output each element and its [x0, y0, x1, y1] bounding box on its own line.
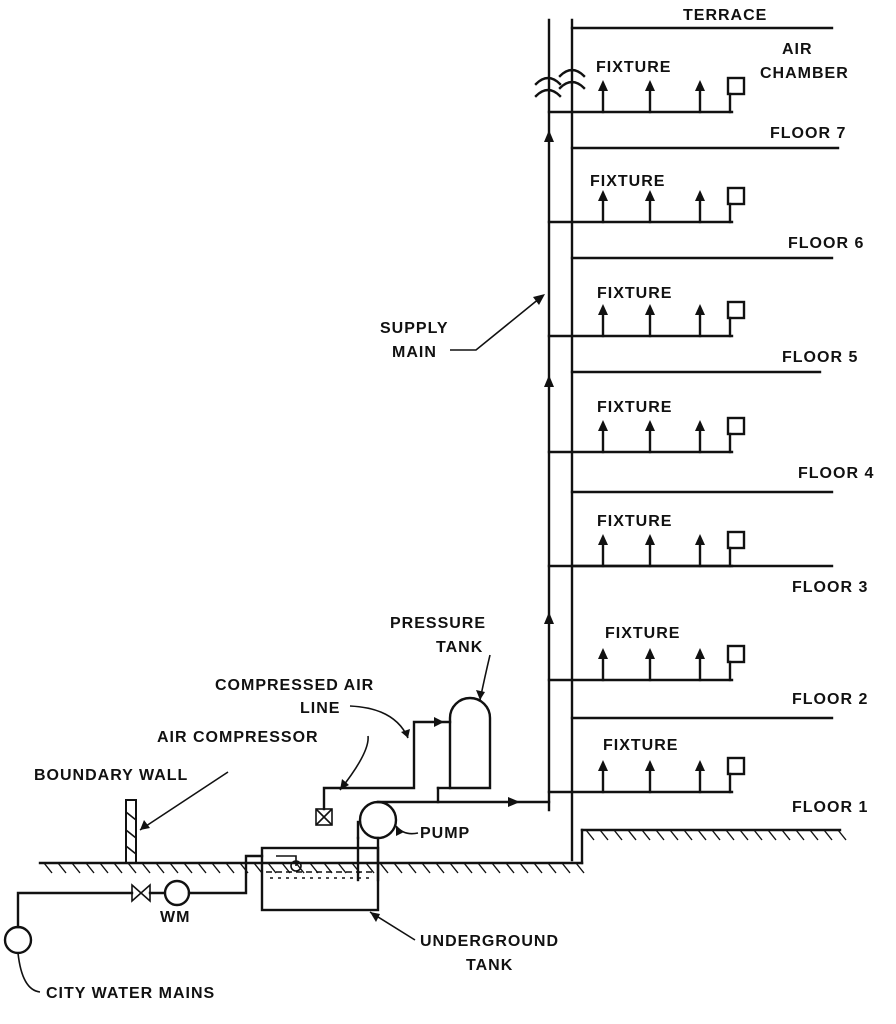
fixture-labels: FIXTURE FIXTURE FIXTURE FIXTURE FIXTURE FIXTU…	[590, 59, 680, 754]
fixture-arrow-icon	[645, 534, 655, 545]
pump-assembly	[356, 797, 551, 840]
floor-label-4: FLOOR 4	[798, 465, 874, 482]
fixture-arrow-icon	[695, 534, 705, 545]
valve-icon	[131, 883, 151, 903]
air-chamber-icon	[726, 76, 746, 96]
floor-label-1: FLOOR 1	[792, 799, 868, 816]
air-chamber-label-1: AIR	[782, 41, 813, 58]
pressure-tank	[436, 654, 492, 804]
supply-main-label-1: SUPPLY	[380, 320, 449, 337]
supply-main-riser	[534, 18, 586, 862]
floor-5	[547, 300, 822, 374]
air-chamber-icon	[726, 530, 746, 550]
air-chamber-icon	[726, 416, 746, 436]
supply-main-label-2: MAIN	[392, 344, 437, 361]
floor-1	[547, 756, 746, 794]
fixture-arrow-icon	[695, 420, 705, 431]
fixture-arrow-icon	[695, 190, 705, 201]
boundary-wall	[125, 771, 229, 864]
fixture-arrow-icon	[695, 304, 705, 315]
floor-2	[547, 644, 834, 720]
floor-6	[547, 186, 834, 260]
floor-label-5: FLOOR 5	[782, 349, 858, 366]
terrace-label: TERRACE	[683, 7, 767, 24]
wm-label: WM	[160, 909, 190, 926]
city-water-mains-label: CITY WATER MAINS	[46, 985, 215, 1002]
fixture-arrow-icon	[695, 760, 705, 771]
floor-label-6: FLOOR 6	[788, 235, 864, 252]
underground-tank-label-1: UNDERGROUND	[420, 933, 559, 950]
air-compressor-label: AIR COMPRESSOR	[157, 729, 319, 746]
fixture-arrow-icon	[645, 648, 655, 659]
air-chamber-label-2: CHAMBER	[760, 65, 849, 82]
floor-levels	[547, 76, 840, 794]
boundary-wall-label: BOUNDARY WALL	[34, 767, 188, 784]
pump-label: PUMP	[420, 825, 470, 842]
fixture-arrow-icon	[645, 80, 655, 91]
floor-label-7: FLOOR 7	[770, 125, 846, 142]
fixture-arrow-icon	[598, 760, 608, 771]
fixture-label: FIXTURE	[597, 399, 672, 416]
underground-tank-label-2: TANK	[466, 957, 513, 974]
fixture-label: FIXTURE	[603, 737, 678, 754]
fixture-label: FIXTURE	[597, 285, 672, 302]
fixture-arrow-icon	[598, 534, 608, 545]
compressed-air-label-1: COMPRESSED AIR	[215, 677, 374, 694]
compressed-air-label-2: LINE	[300, 700, 340, 717]
water-meter-icon	[163, 879, 191, 907]
fixture-arrow-icon	[645, 190, 655, 201]
floor-labels: FLOOR 1 FLOOR 2 FLOOR 3 FLOOR 4 FLOOR 5 FLOOR…	[770, 125, 874, 816]
fixture-arrow-icon	[598, 304, 608, 315]
underground-tank	[260, 836, 416, 941]
city-water-main-symbol	[3, 925, 33, 955]
floor-7	[547, 76, 840, 150]
fixture-label: FIXTURE	[596, 59, 671, 76]
fixture-arrow-icon	[598, 80, 608, 91]
floor-label-3: FLOOR 3	[792, 579, 868, 596]
pressure-tank-label-1: PRESSURE	[390, 615, 486, 632]
fixture-label: FIXTURE	[590, 173, 665, 190]
pressure-tank-label-2: TANK	[436, 639, 483, 656]
floor-4	[547, 416, 834, 494]
air-chamber-icon	[726, 644, 746, 664]
fixture-arrow-icon	[695, 80, 705, 91]
fixture-arrow-icon	[645, 420, 655, 431]
air-chamber-icon	[726, 756, 746, 776]
pump-icon	[358, 800, 398, 840]
air-chamber-icon	[726, 300, 746, 320]
fixture-arrow-icon	[598, 190, 608, 201]
fixture-label: FIXTURE	[605, 625, 680, 642]
fixture-arrow-icon	[645, 760, 655, 771]
compressed-air-line	[315, 705, 452, 826]
floor-label-2: FLOOR 2	[792, 691, 868, 708]
air-chamber-icon	[726, 186, 746, 206]
fixture-arrow-icon	[645, 304, 655, 315]
fixture-label: FIXTURE	[597, 513, 672, 530]
city-water-inlet	[3, 854, 264, 993]
fixture-arrow-icon	[598, 420, 608, 431]
supply-main-leader	[450, 294, 545, 351]
fixture-arrow-icon	[695, 648, 705, 659]
floor-3	[547, 530, 834, 568]
fixture-arrow-icon	[598, 648, 608, 659]
